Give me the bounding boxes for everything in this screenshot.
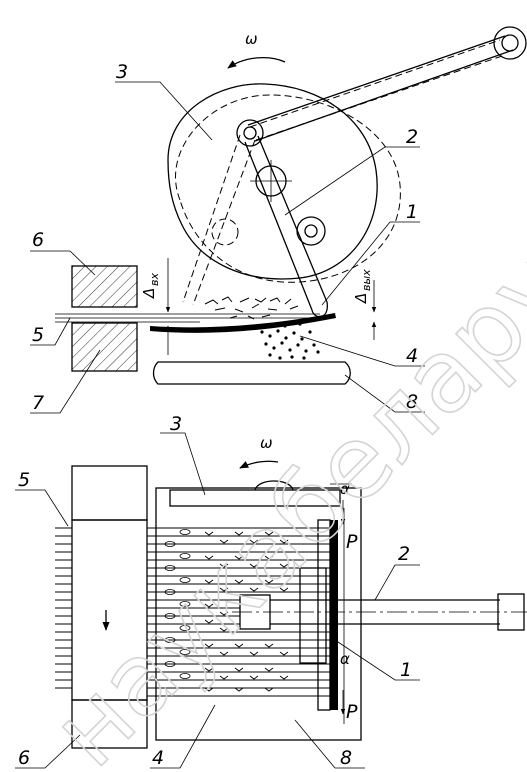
chips-top (204, 296, 299, 320)
leader-2-bottom (374, 564, 420, 601)
bottom-view: ω (15, 413, 527, 769)
leader-3-top (115, 81, 213, 141)
svg-text:Δ: Δ (352, 293, 370, 304)
block-7 (71, 322, 138, 372)
cam-lower-pivot (296, 216, 326, 246)
leader-3-bottom (160, 432, 206, 496)
alpha-top: α (340, 480, 350, 498)
cam-lower-pin (304, 224, 318, 238)
force-top-label: P (346, 531, 358, 553)
leader-5-bottom (15, 489, 69, 527)
knife-holder (299, 567, 327, 664)
label-5-bottom: 5 (18, 469, 30, 491)
label-4-bottom: 4 (152, 747, 164, 769)
knife-blade-bottom (330, 520, 338, 710)
crank-ghost (249, 39, 506, 141)
label-8-top: 8 (406, 391, 418, 413)
top-view: ω Δ вх (30, 26, 527, 414)
crank-arm (247, 35, 514, 142)
label-1-top: 1 (406, 201, 418, 223)
leader-1-top (321, 221, 420, 306)
block-6-bottom (71, 699, 148, 749)
crank-end-pin (501, 34, 519, 52)
cam-ghost-outline (175, 94, 401, 283)
label-4-top: 4 (406, 345, 418, 367)
block-6 (71, 265, 138, 308)
base-plate-8 (152, 361, 351, 385)
label-6-top: 6 (32, 229, 44, 251)
omega-label-top: ω (245, 30, 258, 48)
delta-in-label: Δ вх (140, 273, 161, 299)
crank-end-pivot (493, 26, 527, 60)
rotation-arrow (227, 57, 286, 69)
leader-5-top (30, 317, 71, 346)
leader-8-top (344, 374, 425, 413)
leader-4-top (299, 335, 425, 367)
link-top-pin (243, 126, 257, 140)
label-2-top: 2 (406, 126, 418, 148)
chips-bottom (204, 531, 289, 692)
watermark: наукабеларуси (29, 142, 527, 772)
shaft-end-bracket (497, 593, 525, 631)
label-8-bottom: 8 (340, 747, 352, 769)
label-6-bottom: 6 (18, 747, 30, 769)
shaft-2 (270, 599, 500, 625)
leader-6-bottom (15, 734, 81, 769)
label-5-top: 5 (32, 324, 44, 346)
alpha-bottom: α (340, 650, 350, 668)
block-6-top (71, 465, 148, 521)
knife-blade (150, 313, 336, 333)
leader-8-bottom (294, 719, 365, 769)
leader-4-bottom (150, 704, 216, 769)
omega-label-bottom: ω (260, 434, 273, 452)
svg-text:Δ: Δ (140, 288, 158, 299)
delta-out-label: Δ вых (352, 269, 373, 304)
label-7-top: 7 (32, 392, 44, 414)
force-bottom-label: P (346, 701, 358, 723)
svg-text:вх: вх (148, 273, 161, 286)
label-3-bottom: 3 (170, 413, 182, 435)
cam-disc (167, 83, 378, 280)
link-top-pivot (236, 119, 264, 147)
leader-7-top (30, 349, 101, 414)
label-1-bottom: 1 (400, 659, 412, 681)
ghost-pivot (211, 218, 239, 246)
leader-6-top (30, 250, 96, 276)
link-ghost (182, 134, 256, 306)
housing-frame-8 (155, 487, 362, 741)
label-3-top: 3 (116, 61, 128, 83)
leader-2-top (284, 146, 420, 216)
fibre-ovals (164, 529, 191, 679)
guide-bar-bump (254, 480, 294, 491)
material-band (55, 313, 320, 323)
svg-text:вых: вых (360, 269, 373, 291)
particles-below (260, 322, 320, 360)
leader-1-bottom (334, 639, 420, 681)
rotation-arrow-bottom (239, 460, 279, 469)
label-2-bottom: 2 (398, 543, 410, 565)
